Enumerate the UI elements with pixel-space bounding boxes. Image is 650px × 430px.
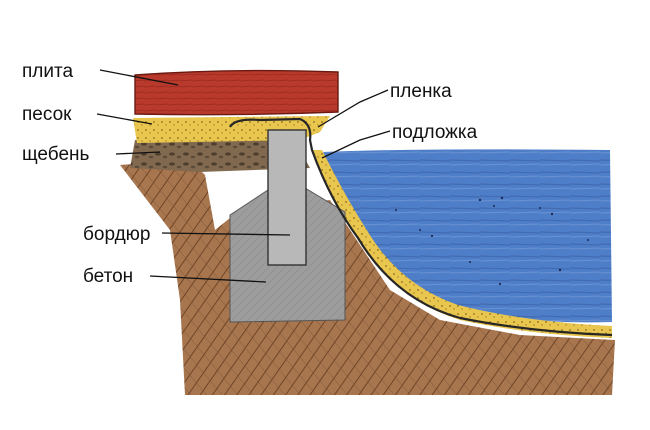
slab — [134, 69, 339, 116]
underlay-sand — [312, 150, 612, 338]
label-plenka: пленка — [390, 81, 452, 102]
water — [322, 149, 612, 323]
leader-beton — [149, 275, 267, 283]
leader-plenka — [317, 89, 389, 128]
curb — [267, 129, 307, 266]
label-pesok: песок — [22, 104, 72, 125]
leader-bordyur — [161, 232, 291, 236]
label-beton: бетон — [83, 266, 133, 287]
leader-shcheben — [115, 151, 161, 155]
label-bordyur: бордюр — [83, 224, 150, 245]
leader-podlozhka — [321, 130, 391, 159]
leader-pesok — [96, 113, 153, 125]
label-plita: плита — [22, 61, 73, 82]
label-shcheben: щебень — [22, 144, 90, 165]
gravel-layer — [130, 137, 310, 172]
label-podlozhka: подложка — [392, 122, 478, 143]
leader-plita — [99, 69, 179, 86]
film — [229, 117, 613, 337]
